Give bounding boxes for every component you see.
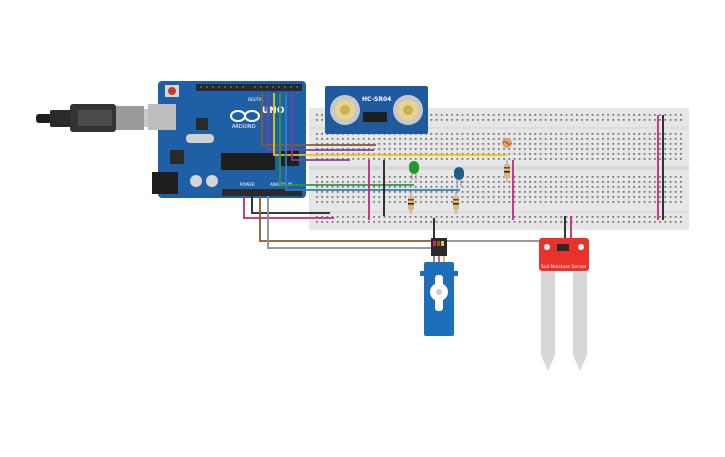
led-green[interactable] (409, 161, 419, 180)
power-pins-label: POWER (240, 182, 255, 187)
servo-motor[interactable] (420, 238, 458, 336)
wire-purple (267, 93, 374, 151)
arduino-uno-board[interactable]: UNO ARDUINO DIGITAL POWER ANALOG IN (148, 81, 306, 198)
digital-pins-label: DIGITAL (248, 97, 264, 102)
power-jack (152, 172, 178, 194)
servo-connector (431, 238, 447, 256)
soil-moisture-sensor[interactable]: Soil Moisture Sensor (539, 238, 589, 371)
breadboard[interactable] (309, 108, 689, 230)
arduino-logo-icon (230, 110, 260, 122)
wire-gray-2 (440, 240, 549, 245)
probe-left (541, 271, 555, 371)
atmega-chip (221, 153, 275, 170)
led-blue[interactable] (454, 167, 464, 186)
ultrasonic-label: HC-SR04 (362, 96, 391, 103)
soil-sensor-label: Soil Moisture Sensor (541, 264, 587, 270)
usb-cable[interactable] (36, 104, 162, 132)
probe-right (573, 271, 587, 371)
digital-header (196, 84, 302, 91)
resistor-1[interactable] (408, 192, 414, 214)
arduino-brand-label: ARDUINO (232, 124, 256, 130)
usb-port (148, 104, 176, 130)
wire-blue (285, 93, 460, 191)
photoresistor[interactable] (502, 138, 512, 148)
wire-magenta-1 (243, 196, 334, 219)
smd-chip (196, 118, 208, 130)
ultrasonic-sensor-hc-sr04[interactable]: HC-SR04 (325, 86, 428, 134)
wire-brown-2 (259, 196, 440, 242)
wire-gray-1 (267, 196, 436, 249)
power-analog-header (222, 189, 302, 196)
wire-purple-2 (291, 93, 350, 161)
wire-yellow (273, 93, 507, 156)
wire-black-1 (251, 196, 330, 214)
resistor-3[interactable] (504, 160, 510, 182)
resistor-2[interactable] (453, 192, 459, 214)
wire-brown-1 (261, 93, 376, 146)
